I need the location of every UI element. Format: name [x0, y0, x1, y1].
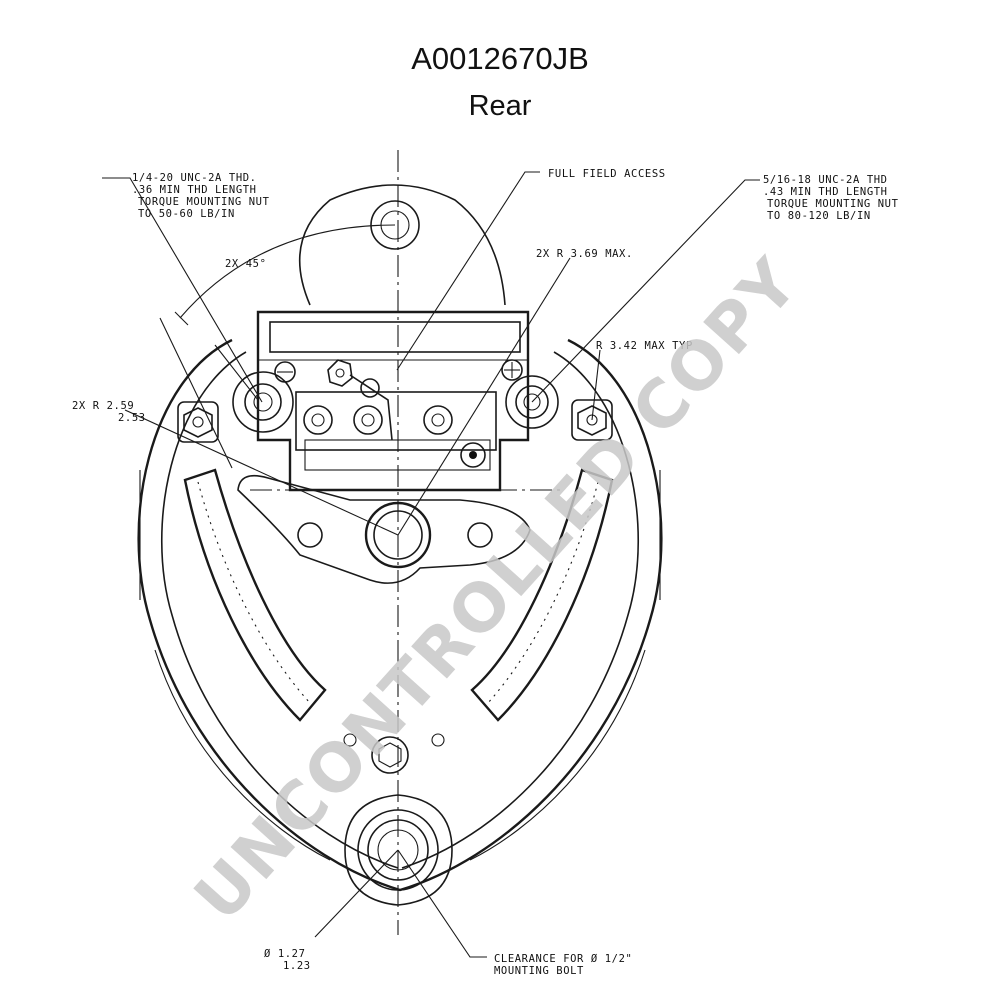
callout-radius-max: 2X R 3.69 MAX.: [536, 248, 633, 260]
callout-right-thread: 5/16-18 UNC-2A THD .43 MIN THD LENGTH TO…: [763, 174, 899, 222]
vent-arc-left: [183, 468, 327, 722]
callout-right-thread-line4: TO 80-120 LB/IN: [767, 210, 871, 222]
housing-outline: [137, 184, 663, 892]
callout-radius-left-line1: 2X R 2.59: [72, 400, 134, 412]
callout-right-thread-line1: 5/16-18 UNC-2A THD: [763, 174, 888, 186]
shaft-boss: [237, 474, 531, 584]
callout-right-thread-line2: .43 MIN THD LENGTH: [763, 186, 888, 198]
watermark-text: UNCONTROLLED COPY: [180, 243, 814, 935]
callout-left-thread-line3: TORQUE MOUNTING NUT: [138, 196, 270, 208]
callout-full-field-access: FULL FIELD ACCESS: [548, 168, 666, 180]
callout-clearance: CLEARANCE FOR Ø 1/2" MOUNTING BOLT: [494, 953, 632, 977]
callout-left-thread-line1: 1/4-20 UNC-2A THD.: [132, 172, 257, 184]
terminal-stud-right: [505, 375, 559, 429]
vent-arc-right: [470, 468, 614, 722]
callout-diameter-line2: 1.23: [283, 960, 311, 972]
lower-bolt: [343, 733, 445, 774]
callout-radius-left-line2: 2.53: [118, 412, 146, 424]
callout-clearance-line1: CLEARANCE FOR Ø 1/2": [494, 953, 632, 965]
regulator-block: [256, 310, 530, 492]
callout-diameter: Ø 1.27 1.23: [264, 948, 311, 972]
callout-left-thread-line2: .36 MIN THD LENGTH: [132, 184, 257, 196]
bottom-mount-ear: [344, 794, 453, 906]
terminal-screws: [274, 359, 523, 468]
callout-left-thread-line4: TO 50-60 LB/IN: [138, 208, 235, 220]
side-bolt-left: [177, 401, 219, 443]
drawing-title: A0012670JB: [411, 41, 589, 76]
callout-radius-left: 2X R 2.59 2.53: [72, 400, 146, 424]
callout-left-thread: 1/4-20 UNC-2A THD. .36 MIN THD LENGTH TO…: [132, 172, 270, 220]
drawing-subtitle: Rear: [468, 90, 532, 122]
side-bolt-right: [571, 399, 613, 441]
callout-angle: 2X 45°: [225, 258, 267, 270]
callout-diameter-line1: Ø 1.27: [264, 948, 306, 960]
callout-right-thread-line3: TORQUE MOUNTING NUT: [767, 198, 899, 210]
leader-lines: [102, 171, 760, 958]
terminal-stud-left: [232, 371, 294, 433]
callout-clearance-line2: MOUNTING BOLT: [494, 965, 584, 977]
callout-radius-right: R 3.42 MAX TYP: [596, 340, 693, 352]
